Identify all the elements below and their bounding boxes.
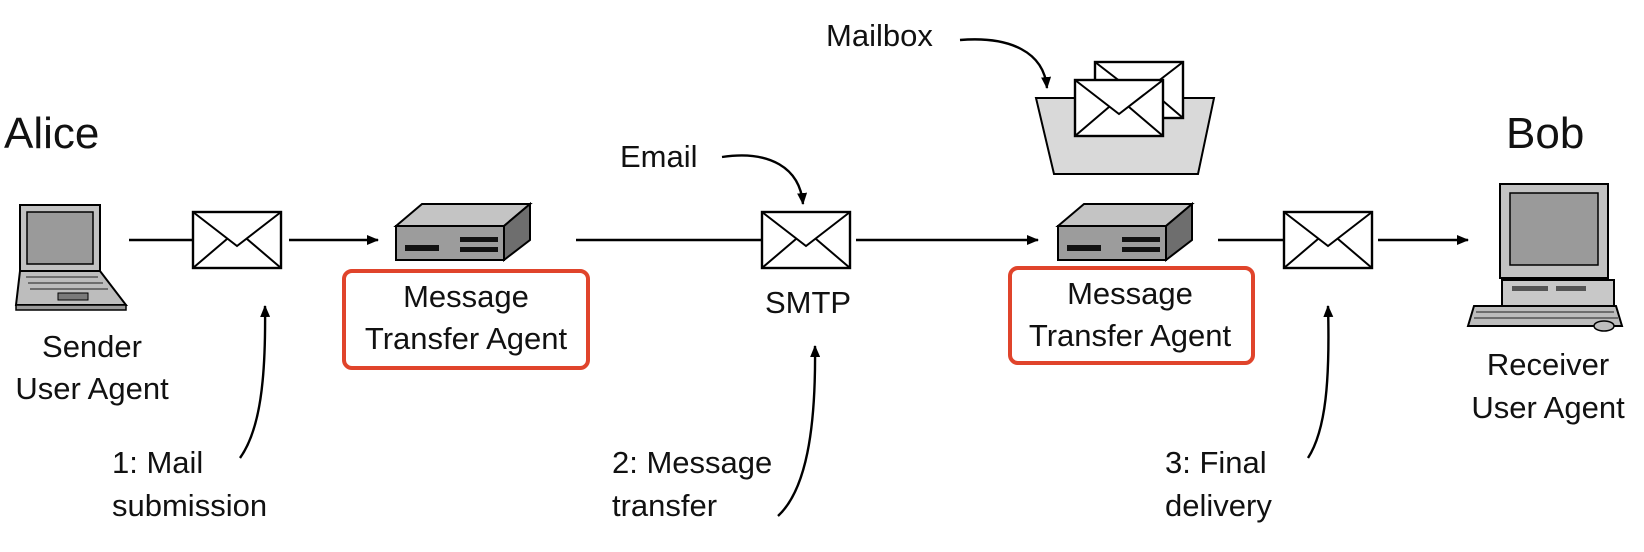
svg-text:submission: submission: [112, 488, 267, 523]
envelope-icon: [1282, 210, 1374, 270]
mta-right-label: Message Transfer Agent: [1029, 276, 1232, 353]
mailbox-callout: Mailbox: [826, 18, 933, 53]
highlight-box: [1008, 266, 1255, 365]
mta-left-label: Message Transfer Agent: [365, 279, 568, 356]
mailbox-callout-arrow: [959, 38, 1052, 89]
email-callout: Email: [620, 139, 698, 174]
step-1-label: 1: Mail submission: [112, 445, 267, 523]
smtp-label: SMTP: [765, 285, 851, 320]
email-callout-arrow: [721, 154, 808, 205]
svg-text:3: Final: 3: Final: [1165, 445, 1267, 480]
svg-text:Transfer Agent: Transfer Agent: [365, 321, 568, 356]
sender-agent-label: Sender User Agent: [15, 329, 169, 406]
server-icon: [393, 201, 533, 263]
svg-text:Message: Message: [1067, 276, 1193, 311]
sender-name: Alice: [4, 109, 99, 158]
laptop-icon: [14, 204, 129, 311]
svg-text:1: Mail: 1: Mail: [112, 445, 203, 480]
envelope-icon: [191, 210, 283, 270]
step-1-arrow: [239, 305, 271, 459]
svg-text:Message: Message: [403, 279, 529, 314]
step-2-label: 2: Message transfer: [612, 445, 772, 523]
server-icon: [1055, 201, 1195, 263]
step-3-arrow: [1306, 305, 1334, 459]
step-3-label: 3: Final delivery: [1165, 445, 1272, 523]
envelope-icon: [760, 210, 852, 270]
svg-text:Transfer Agent: Transfer Agent: [1029, 318, 1232, 353]
svg-text:2: Message: 2: Message: [612, 445, 772, 480]
svg-text:User Agent: User Agent: [15, 371, 169, 406]
receiver-name: Bob: [1506, 109, 1584, 158]
highlight-box: [342, 269, 590, 370]
mailbox-icon: [1034, 60, 1216, 175]
svg-text:Receiver: Receiver: [1487, 347, 1609, 382]
svg-text:Sender: Sender: [42, 329, 142, 364]
svg-text:User Agent: User Agent: [1471, 390, 1625, 425]
receiver-agent-label: Receiver User Agent: [1471, 347, 1625, 425]
step-2-arrow: [777, 345, 821, 517]
svg-text:transfer: transfer: [612, 488, 717, 523]
svg-text:delivery: delivery: [1165, 488, 1272, 523]
desktop-computer-icon: [1466, 183, 1624, 332]
